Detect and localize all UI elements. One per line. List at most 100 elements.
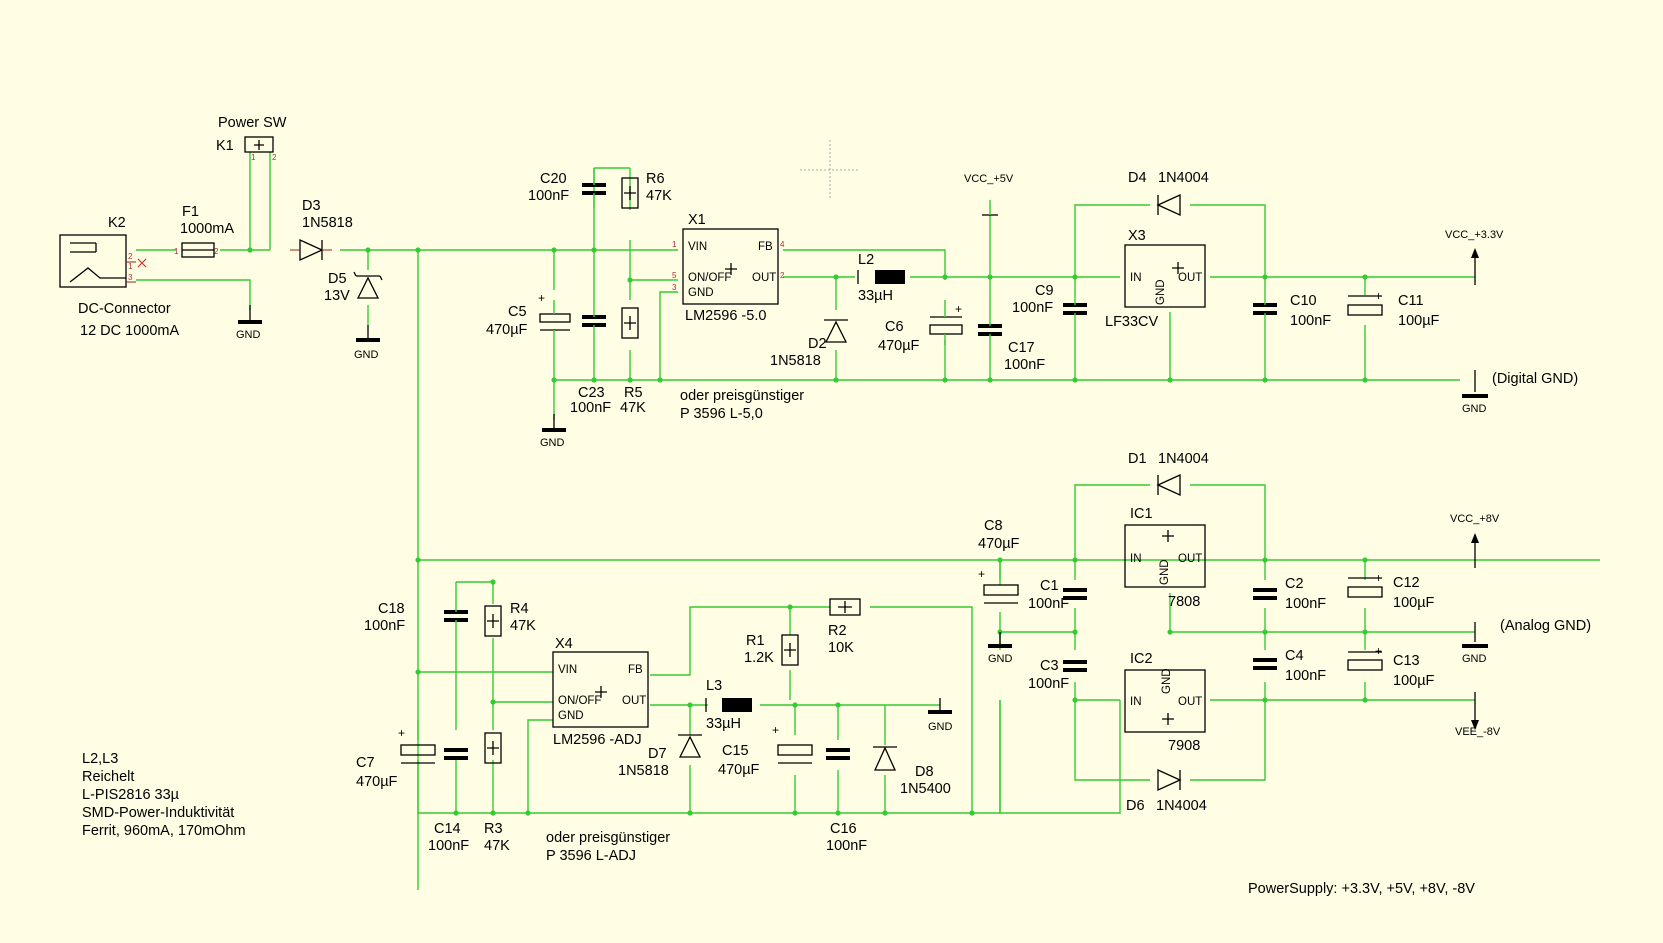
power-switch-k1: 1 2	[244, 136, 277, 162]
c16-name: C16	[830, 821, 857, 837]
diode-d4	[1156, 193, 1181, 217]
x1-value: LM2596 -5.0	[685, 308, 766, 324]
svg-text:+: +	[398, 726, 405, 740]
c18-name: C18	[378, 601, 405, 617]
svg-text:2: 2	[780, 271, 785, 280]
capacitor-c6: +	[929, 300, 963, 345]
gnd-digital: GND	[1462, 403, 1487, 415]
gnd-d5: GND	[354, 349, 379, 361]
c2-name: C2	[1285, 576, 1304, 592]
k1-name: K1	[216, 138, 234, 154]
d1-name: D1	[1128, 451, 1147, 467]
c7-value: 470µF	[356, 774, 398, 790]
svg-text:3: 3	[672, 283, 677, 292]
d3-value: 1N5818	[302, 215, 353, 231]
power-sw-label: Power SW	[218, 115, 287, 131]
d7-value: 1N5818	[618, 763, 669, 779]
d8-name: D8	[915, 764, 934, 780]
r6-value: 47K	[646, 188, 672, 204]
c15-value: 470µF	[718, 762, 760, 778]
svg-text:2: 2	[272, 153, 277, 162]
d5-name: D5	[328, 271, 347, 287]
c14-value: 100nF	[428, 838, 469, 854]
capacitor-c3	[1063, 660, 1087, 672]
svg-text:GND: GND	[1155, 279, 1167, 305]
svg-text:Ferrit, 960mA, 170mOhm: Ferrit, 960mA, 170mOhm	[82, 823, 246, 839]
r3-value: 47K	[484, 838, 510, 854]
capacitor-c8: +	[978, 567, 1019, 604]
svg-text:FB: FB	[758, 241, 773, 253]
capacitor-c7: +	[398, 726, 436, 764]
gnd-symbol-c8	[988, 632, 1012, 648]
vee8-label: VEE_-8V	[1455, 726, 1501, 738]
diode-d1	[1156, 473, 1181, 497]
c15-name: C15	[722, 743, 749, 759]
dc-connector-label: DC-Connector	[78, 301, 171, 317]
capacitor-c11: +	[1347, 289, 1383, 316]
vcc5-label: VCC_+5V	[964, 173, 1014, 185]
svg-text:+: +	[538, 291, 545, 305]
r1-name: R1	[746, 633, 765, 649]
c11-name: C11	[1398, 293, 1424, 309]
r3-name: R3	[484, 821, 503, 837]
svg-text:2: 2	[214, 247, 219, 256]
c5-name: C5	[508, 304, 527, 320]
capacitor-c4	[1253, 658, 1277, 670]
c13-value: 100µF	[1393, 673, 1435, 689]
diode-d8	[873, 746, 897, 771]
svg-text:OUT: OUT	[1178, 553, 1202, 565]
c17-name: C17	[1008, 340, 1035, 356]
c8-name: C8	[984, 518, 1003, 534]
inductor-l3	[705, 698, 752, 712]
d6-value: 1N4004	[1156, 798, 1207, 814]
c6-name: C6	[885, 319, 904, 335]
analog-gnd-label: (Analog GND)	[1500, 618, 1591, 634]
digital-gnd-symbol	[1462, 370, 1488, 398]
x3-value: LF33CV	[1105, 314, 1159, 330]
capacitor-c10	[1253, 300, 1277, 330]
gnd-analog: GND	[1462, 653, 1487, 665]
d2-value: 1N5818	[770, 353, 821, 369]
resistor-r5	[621, 307, 639, 339]
inductor-l2	[857, 270, 905, 284]
c4-value: 100nF	[1285, 668, 1326, 684]
alt1-line2: P 3596 L-5,0	[680, 406, 763, 422]
capacitor-c1	[1063, 588, 1087, 600]
svg-text:FB: FB	[628, 664, 643, 676]
svg-text:OUT: OUT	[1178, 696, 1202, 708]
l2-name: L2	[858, 252, 874, 268]
x3-name: X3	[1128, 228, 1146, 244]
svg-text:+: +	[1375, 571, 1382, 585]
svg-text:L-PIS2816 33µ: L-PIS2816 33µ	[82, 787, 180, 803]
c7-name: C7	[356, 755, 375, 771]
vee8-symbol	[1471, 692, 1479, 730]
svg-text:+: +	[1375, 289, 1382, 303]
c3-value: 100nF	[1028, 676, 1069, 692]
svg-text:OUT: OUT	[622, 695, 646, 707]
junction-dots	[247, 247, 1368, 816]
c4-name: C4	[1285, 648, 1304, 664]
ic1-name: IC1	[1130, 506, 1153, 522]
d2-name: D2	[808, 336, 827, 352]
c13-name: C13	[1393, 653, 1420, 669]
capacitor-c16	[826, 748, 850, 760]
capacitor-c9	[1063, 300, 1087, 330]
x4-value: LM2596 -ADJ	[553, 732, 642, 748]
c18-value: 100nF	[364, 618, 405, 634]
svg-text:1: 1	[672, 240, 677, 249]
gnd-symbol-k2	[238, 305, 262, 324]
resistor-r6	[621, 177, 639, 209]
svg-text:L2,L3: L2,L3	[82, 751, 118, 767]
c23-name: C23	[578, 385, 605, 401]
regulator-x1: VIN FB ON/OFF GND OUT 1 5 3 4 2	[672, 228, 785, 305]
capacitor-c17	[978, 300, 1002, 345]
c1-value: 100nF	[1028, 596, 1069, 612]
gnd-k2: GND	[236, 329, 261, 341]
alt2-line2: P 3596 L-ADJ	[546, 848, 636, 864]
c1-name: C1	[1040, 578, 1059, 594]
f1-name: F1	[182, 204, 199, 220]
c3-name: C3	[1040, 658, 1059, 674]
vcc33-symbol	[1471, 248, 1479, 285]
dc-connector-k2: 2 3 1	[59, 234, 147, 288]
vcc5-symbol	[982, 200, 998, 216]
